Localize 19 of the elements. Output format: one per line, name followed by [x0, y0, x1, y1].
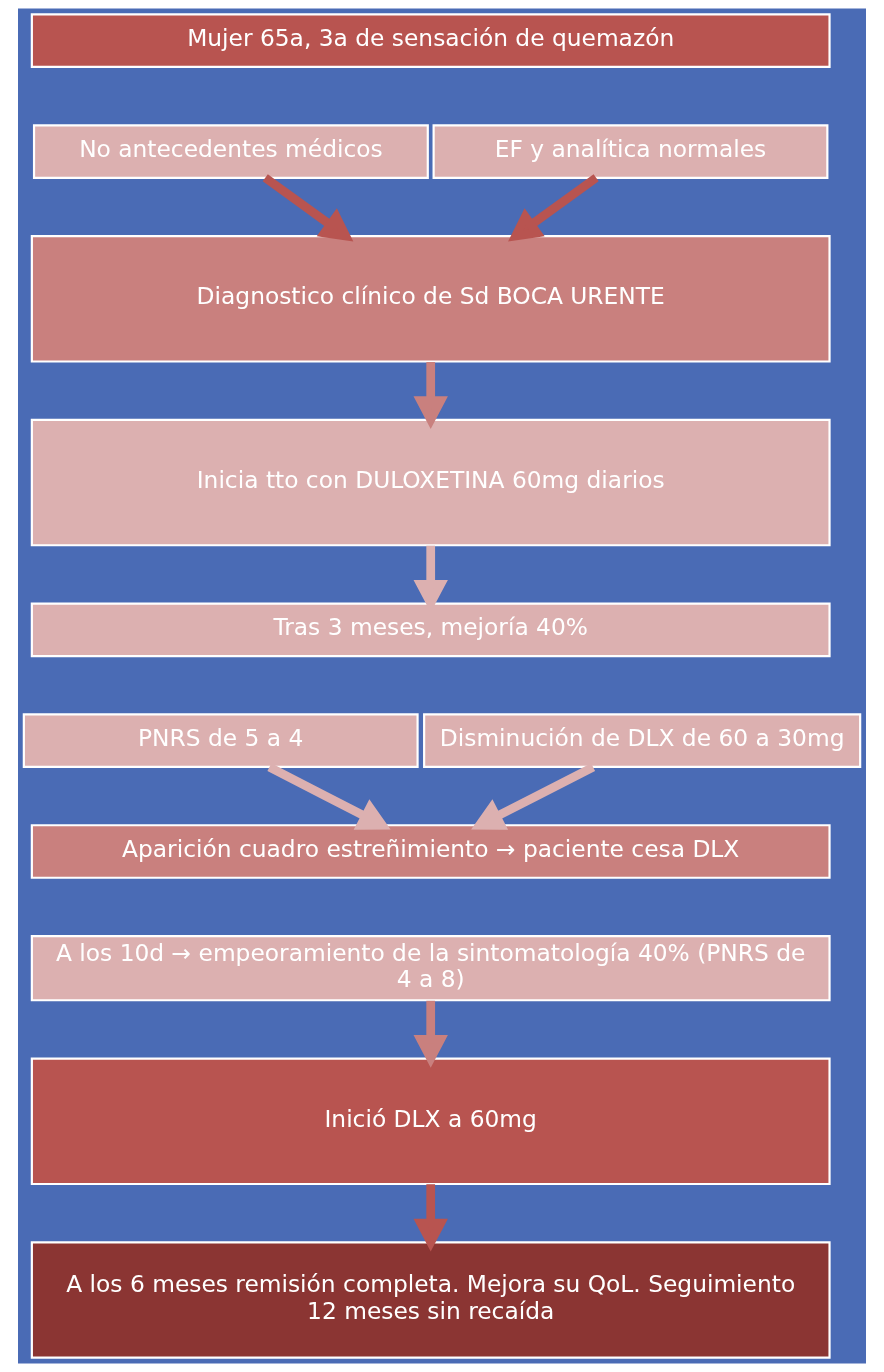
node-box: No antecedentes médicos — [32, 124, 429, 179]
node-box: PNRS de 5 a 4 — [22, 713, 419, 769]
node-box: Disminución de DLX de 60 a 30mg — [423, 713, 862, 769]
node-box: Inició DLX a 60mg — [30, 1057, 831, 1186]
arrow — [508, 174, 599, 242]
node-box: Diagnostico clínico de Sd BOCA URENTE — [30, 235, 831, 363]
node-box: Inicia tto con DULOXETINA 60mg diarios — [30, 418, 831, 547]
arrow — [413, 362, 448, 430]
arrow — [471, 763, 596, 830]
node-box: Aparición cuadro estreñimiento → paciente cesa DLX — [30, 824, 831, 879]
node-box: Mujer 65a, 3a de sensación de quemazón — [30, 13, 831, 69]
arrow — [413, 1000, 448, 1068]
node-box: A los 10d → empeoramiento de la sintomatología 40% (PNRS de 4 a 8) — [30, 935, 831, 1002]
node-box: EF y analítica normales — [432, 124, 829, 179]
node-box: Tras 3 meses, mejoría 40% — [30, 602, 831, 658]
arrow — [413, 1184, 448, 1252]
node-box: A los 6 meses remisión completa. Mejora su QoL. Seguimiento 12 meses sin recaída — [30, 1241, 831, 1359]
arrow — [267, 763, 391, 830]
arrow — [262, 174, 354, 242]
